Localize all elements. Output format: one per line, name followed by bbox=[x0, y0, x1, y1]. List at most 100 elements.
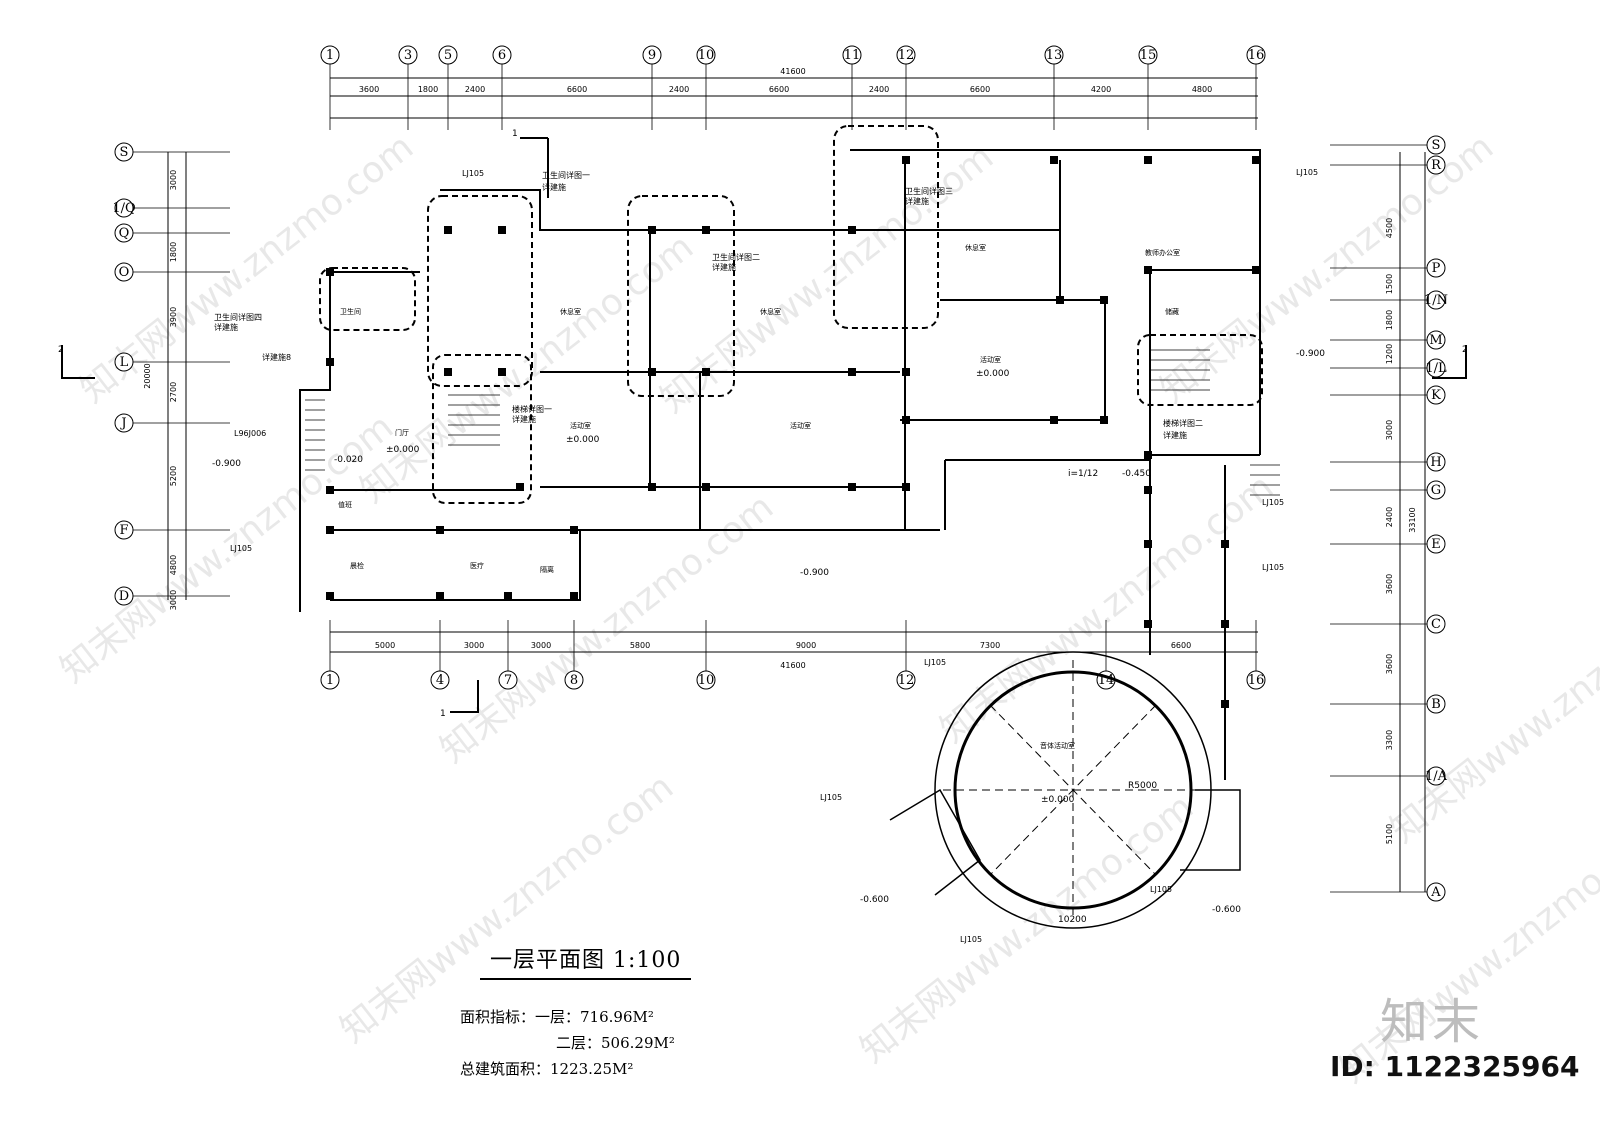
column bbox=[648, 368, 656, 376]
axis-label: C bbox=[1431, 617, 1441, 632]
level-mark: -0.450 bbox=[1122, 469, 1151, 479]
section-marks bbox=[61, 137, 1467, 713]
dimension-value: 9000 bbox=[796, 641, 816, 650]
level-mark: ±0.000 bbox=[976, 369, 1010, 379]
note-detail: 卫生间详图二 bbox=[712, 252, 760, 262]
note-detail: 卫生间详图三 bbox=[905, 186, 953, 196]
room-label-hall: 门厅 bbox=[395, 428, 409, 437]
column bbox=[1144, 156, 1152, 164]
area-floor2: 二层：506.29M² bbox=[556, 1034, 675, 1052]
axis-bubble: D bbox=[114, 586, 134, 606]
dimension-value: 5800 bbox=[630, 641, 650, 650]
axis-label: E bbox=[1431, 537, 1441, 552]
dimension-value: 33100 bbox=[1408, 507, 1417, 532]
dimension-value: 6600 bbox=[1171, 641, 1191, 650]
column bbox=[702, 226, 710, 234]
dimension-value: 3600 bbox=[359, 85, 379, 94]
axis-label: 5 bbox=[444, 48, 452, 63]
axis-bubble: 10 bbox=[696, 670, 716, 690]
room-label-office: 教师办公室 bbox=[1145, 248, 1180, 257]
column bbox=[570, 592, 578, 600]
dimension-value: 2400 bbox=[869, 85, 889, 94]
axis-bubble: F bbox=[114, 520, 134, 540]
room-label-sleep: 休息室 bbox=[965, 243, 986, 252]
note-ref: LJ105 bbox=[230, 544, 252, 553]
dimension-value: 5100 bbox=[1385, 824, 1394, 844]
dimension-value: 4800 bbox=[169, 555, 178, 575]
level-mark: ±0.000 bbox=[566, 435, 600, 445]
axis-label: 15 bbox=[1140, 48, 1157, 63]
room-label-activity: 活动室 bbox=[980, 355, 1001, 364]
dimension-value: 3000 bbox=[169, 590, 178, 610]
note-ref: LJ105 bbox=[960, 935, 982, 944]
column bbox=[1221, 700, 1229, 708]
column bbox=[436, 592, 444, 600]
axis-bubble: 16 bbox=[1246, 45, 1266, 65]
axis-label: 9 bbox=[648, 48, 656, 63]
column bbox=[848, 226, 856, 234]
dimension-value: 1500 bbox=[1385, 274, 1394, 294]
note-ref: LJ105 bbox=[462, 169, 484, 178]
column bbox=[902, 156, 910, 164]
axis-label: 4 bbox=[436, 673, 444, 688]
note-ref: LJ105 bbox=[1262, 563, 1284, 572]
axis-bubble: 1/N bbox=[1424, 290, 1448, 310]
area-summary: 面积指标：一层：716.96M² 二层：506.29M² 总建筑面积：1223.… bbox=[460, 1004, 720, 1082]
dimension-value: 1200 bbox=[1385, 344, 1394, 364]
circular-music-hall bbox=[889, 651, 1241, 929]
dimension-value: 3000 bbox=[169, 170, 178, 190]
dimension-value: 4800 bbox=[1192, 85, 1212, 94]
detail-callout-boxes bbox=[319, 125, 1263, 504]
dimension-value: 1800 bbox=[1385, 310, 1394, 330]
axis-bubble: K bbox=[1426, 385, 1446, 405]
axis-bubble: A bbox=[1426, 882, 1446, 902]
room-label-activity: 活动室 bbox=[790, 421, 811, 430]
axis-label: 1/N bbox=[1424, 293, 1448, 308]
room-labels: 休息室 休息室 休息室 活动室 活动室 活动室 教师办公室 储藏 门厅 晨检 医… bbox=[212, 243, 1325, 925]
dimension-value: 3600 bbox=[1385, 574, 1394, 594]
room-label-sleep: 休息室 bbox=[560, 307, 581, 316]
axis-label: Q bbox=[119, 226, 130, 241]
note-ref: LJ105 bbox=[1262, 498, 1284, 507]
axis-label: 6 bbox=[498, 48, 506, 63]
axis-bubble: G bbox=[1426, 480, 1446, 500]
dimension-value: 3900 bbox=[169, 307, 178, 327]
dimension-value: 1800 bbox=[418, 85, 438, 94]
slope-mark: i=1/12 bbox=[1068, 469, 1098, 479]
total-area: 总建筑面积：1223.25M² bbox=[460, 1060, 634, 1078]
axis-label: 12 bbox=[898, 673, 915, 688]
column bbox=[902, 368, 910, 376]
axis-bubble: O bbox=[114, 262, 134, 282]
axis-bubble: 1 bbox=[320, 670, 340, 690]
dimension-value: 4200 bbox=[1091, 85, 1111, 94]
note-stair: 楼梯详图二 bbox=[1163, 418, 1203, 428]
column bbox=[1056, 296, 1064, 304]
column bbox=[444, 226, 452, 234]
note-see: 详建施 bbox=[712, 262, 736, 272]
dimension-value: 4500 bbox=[1385, 218, 1394, 238]
dimension-value: 3600 bbox=[1385, 654, 1394, 674]
note-ref: L96J006 bbox=[234, 429, 266, 438]
axis-bubble: 1/Q bbox=[112, 198, 136, 218]
axis-label: H bbox=[1430, 455, 1441, 470]
axis-label: 16 bbox=[1248, 48, 1265, 63]
dimension-lines bbox=[167, 77, 1426, 892]
axis-label: D bbox=[119, 589, 129, 604]
level-mark: -0.600 bbox=[860, 895, 889, 905]
level-mark: ±0.000 bbox=[386, 445, 420, 455]
column bbox=[326, 268, 334, 276]
axis-label: G bbox=[1431, 483, 1441, 498]
dimension-value: 3000 bbox=[1385, 420, 1394, 440]
column bbox=[1144, 486, 1152, 494]
axis-bubble: S bbox=[1426, 135, 1446, 155]
axis-label: 1/A bbox=[1425, 769, 1448, 784]
column bbox=[1050, 156, 1058, 164]
note-stair: 楼梯详图一 bbox=[512, 404, 552, 414]
dimension-value: 1800 bbox=[169, 242, 178, 262]
note-see: 详建施 bbox=[905, 196, 929, 206]
stair-hatch bbox=[305, 349, 1280, 496]
note-ref: LJ105 bbox=[1150, 885, 1172, 894]
note-see: 详建施 bbox=[512, 414, 536, 424]
axis-label: B bbox=[1431, 697, 1441, 712]
axis-label: 1/Q bbox=[112, 201, 135, 216]
